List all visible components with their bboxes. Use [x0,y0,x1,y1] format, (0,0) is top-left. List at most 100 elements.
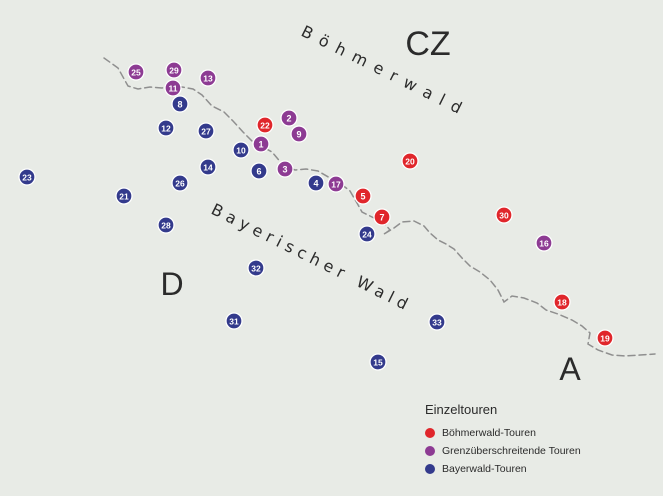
legend-item-grenz: Grenzüberschreitende Touren [425,442,581,460]
tour-marker-dot [369,353,387,371]
tour-marker-number: 31 [229,316,239,326]
tour-marker-number: 3 [282,164,287,174]
legend-label: Böhmerwald-Touren [442,427,536,439]
tour-marker-dot [197,122,215,140]
tour-marker-number: 10 [236,145,246,155]
tour-marker-dot [171,174,189,192]
tour-marker-dot [535,234,553,252]
tour-marker-number: 9 [296,129,301,139]
tour-marker-5[interactable]: 5 [354,187,372,205]
tour-marker-number: 17 [331,179,341,189]
tour-marker-number: 22 [260,120,270,130]
tour-marker-number: 19 [600,333,610,343]
tour-marker-dot [225,312,243,330]
tour-marker-dot [553,293,571,311]
legend-label: Bayerwald-Touren [442,463,527,475]
tour-marker-27[interactable]: 27 [197,122,215,140]
tour-marker-18[interactable]: 18 [553,293,571,311]
legend: Einzeltouren Böhmerwald-Touren Grenzüber… [425,402,581,478]
tour-marker-2[interactable]: 2 [280,109,298,127]
tour-marker-29[interactable]: 29 [165,61,183,79]
tour-marker-dot [252,135,270,153]
tour-marker-number: 21 [119,191,129,201]
tour-marker-number: 26 [175,178,185,188]
tour-marker-32[interactable]: 32 [247,259,265,277]
tour-marker-dot [247,259,265,277]
legend-title: Einzeltouren [425,402,498,417]
tour-marker-6[interactable]: 6 [250,162,268,180]
tour-marker-dot [199,158,217,176]
country-label-a: A [559,351,581,387]
tour-marker-dot [280,109,298,127]
tour-marker-3[interactable]: 3 [276,160,294,178]
tour-marker-9[interactable]: 9 [290,125,308,143]
tour-marker-31[interactable]: 31 [225,312,243,330]
tour-marker-21[interactable]: 21 [115,187,133,205]
tour-marker-dot [199,69,217,87]
tour-marker-number: 8 [177,99,182,109]
tour-marker-dot [256,116,274,134]
tour-marker-number: 30 [499,210,509,220]
tour-marker-33[interactable]: 33 [428,313,446,331]
tour-marker-number: 25 [131,67,141,77]
tour-marker-dot [250,162,268,180]
country-label-cz: CZ [405,25,450,63]
tour-marker-25[interactable]: 25 [127,63,145,81]
tour-marker-dot [401,152,419,170]
tour-marker-number: 13 [203,73,213,83]
tour-marker-30[interactable]: 30 [495,206,513,224]
tour-marker-dot [596,329,614,347]
legend-item-bayerwald: Bayerwald-Touren [425,460,581,478]
tour-marker-22[interactable]: 22 [256,116,274,134]
tour-marker-number: 15 [373,357,383,367]
tour-marker-number: 16 [539,238,549,248]
tour-marker-17[interactable]: 17 [327,175,345,193]
tour-marker-dot [276,160,294,178]
legend-label: Grenzüberschreitende Touren [442,445,581,457]
tour-marker-dot [171,95,189,113]
tour-marker-14[interactable]: 14 [199,158,217,176]
tour-marker-number: 23 [22,172,32,182]
tour-marker-13[interactable]: 13 [199,69,217,87]
tour-marker-number: 28 [161,220,171,230]
tour-marker-12[interactable]: 12 [157,119,175,137]
tour-marker-16[interactable]: 16 [535,234,553,252]
tour-marker-number: 5 [360,191,365,201]
tour-marker-11[interactable]: 11 [164,79,182,97]
tour-marker-26[interactable]: 26 [171,174,189,192]
legend-dot-purple [425,446,435,456]
tour-marker-1[interactable]: 1 [252,135,270,153]
tour-marker-number: 4 [313,178,318,188]
legend-dot-red [425,428,435,438]
tour-marker-10[interactable]: 10 [232,141,250,159]
country-label-d: D [160,266,183,302]
tour-marker-dot [157,216,175,234]
tour-marker-dot [165,61,183,79]
tour-marker-number: 2 [286,113,291,123]
tour-marker-dot [495,206,513,224]
tour-marker-15[interactable]: 15 [369,353,387,371]
tour-marker-dot [164,79,182,97]
tour-marker-23[interactable]: 23 [18,168,36,186]
tour-marker-24[interactable]: 24 [358,225,376,243]
tour-marker-28[interactable]: 28 [157,216,175,234]
tour-marker-8[interactable]: 8 [171,95,189,113]
tour-marker-dot [358,225,376,243]
tour-marker-19[interactable]: 19 [596,329,614,347]
tour-marker-number: 6 [256,166,261,176]
tour-marker-number: 29 [169,65,179,75]
tour-marker-7[interactable]: 7 [373,208,391,226]
tour-marker-number: 1 [258,139,263,149]
tour-marker-dot [290,125,308,143]
tour-marker-dot [18,168,36,186]
tour-marker-20[interactable]: 20 [401,152,419,170]
tour-marker-number: 7 [379,212,384,222]
tour-marker-number: 33 [432,317,442,327]
tour-marker-dot [354,187,372,205]
tour-marker-dot [327,175,345,193]
tour-marker-4[interactable]: 4 [307,174,325,192]
tour-marker-number: 27 [201,126,211,136]
